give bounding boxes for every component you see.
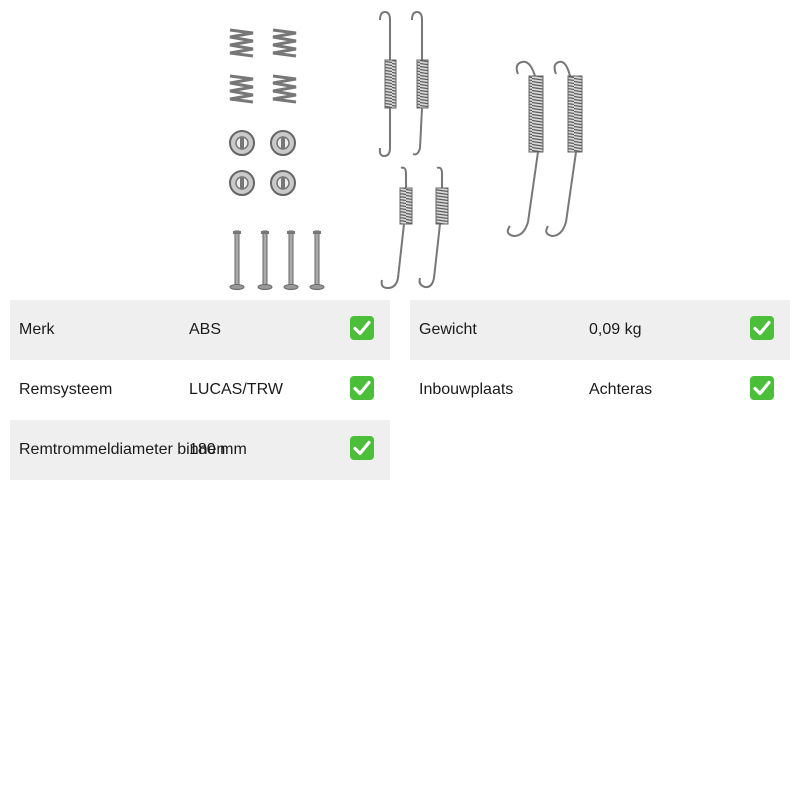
check-mark-button-icon (350, 436, 374, 460)
spec-value: ABS (189, 321, 222, 338)
spec-label: Merk (19, 321, 55, 338)
spec-row-gewicht: Gewicht 0,09 kg (410, 300, 790, 360)
compression-spring-2 (272, 28, 297, 58)
spec-value: 180 mm (189, 441, 247, 458)
return-spring-long-2 (411, 10, 429, 156)
compression-spring-1 (229, 28, 254, 58)
spec-value: 0,09 kg (589, 321, 642, 338)
check-mark-button-icon (750, 316, 774, 340)
spring-cup-2 (270, 130, 296, 156)
spring-cup-1 (229, 130, 255, 156)
hold-down-pin-1 (229, 230, 245, 290)
spec-label: Gewicht (419, 321, 477, 338)
check-mark-button-icon (350, 376, 374, 400)
hold-down-pin-2 (257, 230, 273, 290)
spec-row-remtrommeldiameter: Remtrommeldiameter binnen 180 mm (10, 420, 390, 480)
spec-label: Inbouwplaats (419, 381, 514, 398)
hold-down-pin-4 (309, 230, 325, 290)
compression-spring-3 (229, 74, 254, 104)
spec-value: LUCAS/TRW (189, 381, 283, 398)
spec-value: Achteras (589, 381, 653, 398)
spring-cup-4 (270, 170, 296, 196)
spec-row-merk: Merk ABS (10, 300, 390, 360)
spring-cup-3 (229, 170, 255, 196)
return-spring-short-2 (418, 166, 449, 289)
spec-label: Remsysteem (19, 381, 113, 398)
spec-table-left: Merk ABS Remsysteem LUCAS/TRW Remtrommel… (10, 300, 390, 480)
product-image (229, 10, 583, 290)
check-mark-button-icon (350, 316, 374, 340)
spec-row-inbouwplaats: Inbouwplaats Achteras (410, 360, 790, 420)
return-spring-long-1 (378, 10, 397, 158)
check-mark-button-icon (750, 376, 774, 400)
return-spring-short-1 (380, 166, 413, 290)
spec-table-right: Gewicht 0,09 kg Inbouwplaats Achteras (410, 300, 790, 420)
return-spring-large-2 (545, 60, 583, 238)
spec-label: Remtrommeldiameter binnen (19, 441, 226, 458)
hold-down-pin-3 (283, 230, 299, 290)
return-spring-large-1 (506, 60, 544, 238)
compression-spring-4 (272, 74, 297, 104)
spec-row-remsysteem: Remsysteem LUCAS/TRW (10, 360, 390, 420)
